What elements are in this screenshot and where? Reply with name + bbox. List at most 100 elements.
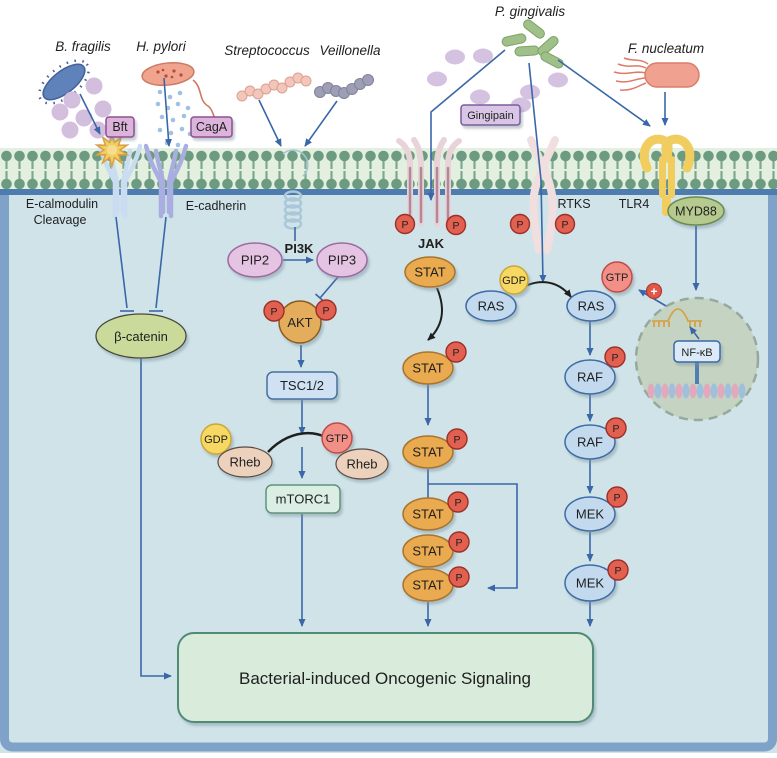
- stat-label-3: STAT: [412, 445, 443, 460]
- e-calmodulin-label-line1: E-calmodulin: [26, 197, 98, 211]
- bft-label: Bft: [112, 120, 128, 134]
- phospho-badge: P: [394, 213, 416, 235]
- svg-text:P: P: [613, 492, 620, 504]
- stat-node-2: [402, 351, 454, 385]
- gingipain-box: [460, 104, 521, 126]
- h-pylori-arrow: [163, 77, 172, 147]
- e-calmodulin-bcatenin-line: [115, 216, 128, 309]
- pip3-label: PIP3: [328, 253, 356, 268]
- jak-label: JAK: [418, 236, 445, 251]
- mtorc1-label: mTORC1: [276, 492, 331, 507]
- f-nucleatum-bacterium: [613, 57, 700, 91]
- b-fragilis-arrow: [79, 93, 101, 135]
- svg-text:P: P: [454, 497, 461, 509]
- ras-gtp-badge: [601, 261, 633, 293]
- svg-text:P: P: [561, 219, 568, 231]
- rtks-label: RTKS: [557, 197, 590, 211]
- phospho-badge: P: [509, 213, 531, 235]
- b-fragilis-bacterium: [38, 59, 90, 105]
- e-cadherin-receptor: [143, 143, 189, 219]
- tlr4-receptor: [639, 134, 695, 216]
- svg-text:P: P: [322, 305, 329, 317]
- phospho-badge: P: [263, 300, 285, 322]
- pip2-label: PIP2: [241, 253, 269, 268]
- raf-node-2: [564, 424, 616, 460]
- phospho-badge: P: [446, 428, 468, 450]
- outcome-box-label: Bacterial-induced Oncogenic Signaling: [239, 669, 531, 688]
- ras-gdp-badge: [499, 265, 529, 295]
- e-calmodulin-label-line2: Cleavage: [34, 213, 87, 227]
- stat-node-3: [402, 435, 454, 469]
- rheb-gdp-label: GDP: [204, 434, 228, 446]
- dna-helix: [647, 383, 746, 399]
- ras-gtp-label: GTP: [606, 272, 629, 284]
- rheb-inactive-node: [217, 446, 273, 478]
- svg-text:P: P: [612, 423, 619, 435]
- p-gingivalis-tlr4-arrow: [557, 59, 651, 127]
- pip3-node: [316, 242, 368, 278]
- mek-node-2: [564, 564, 616, 602]
- stat-node-4: [402, 497, 454, 531]
- phospho-badge: P: [607, 559, 629, 581]
- streptococcus-arrow: [258, 99, 282, 147]
- akt-node: [278, 300, 322, 344]
- tlr4-label: TLR4: [619, 197, 650, 211]
- phospho-badges: P P P P P P P P P P P P P P P: [263, 213, 629, 588]
- rheb-inactive-label: Rheb: [229, 455, 260, 470]
- streptococcus-label: Streptococcus: [224, 43, 310, 58]
- e-calmodulin-receptor: [97, 143, 143, 219]
- phospho-badge: P: [445, 214, 467, 236]
- ras-gdp-label: GDP: [502, 275, 526, 287]
- svg-text:P: P: [455, 537, 462, 549]
- ras-gtp-node: [566, 290, 616, 322]
- svg-text:P: P: [401, 219, 408, 231]
- pip3-akt-line: [319, 276, 339, 299]
- streptococcus-chain: [236, 72, 312, 102]
- myd88-label: MYD88: [675, 205, 717, 219]
- positive-feedback-badge: [645, 282, 663, 300]
- raf-node-1: [564, 359, 616, 395]
- veillonella-arrow: [304, 100, 338, 147]
- svg-text:P: P: [516, 219, 523, 231]
- svg-text:P: P: [453, 434, 460, 446]
- b-fragilis-label: B. fragilis: [55, 39, 111, 54]
- beta-catenin-label: β-catenin: [114, 329, 168, 344]
- nucleus: NF-κB: [634, 296, 760, 422]
- p-gingivalis-jak-arrow: [427, 49, 506, 201]
- rheb-gtp-label: GTP: [326, 433, 349, 445]
- stat-label-5: STAT: [412, 544, 443, 559]
- svg-text:P: P: [455, 572, 462, 584]
- rheb-gtp-badge: [321, 422, 353, 454]
- outcome-box: [177, 632, 594, 723]
- phospho-badge: P: [315, 299, 337, 321]
- stat-label-4: STAT: [412, 507, 443, 522]
- phospho-badge: P: [606, 486, 628, 508]
- phospho-badge: P: [445, 341, 467, 363]
- pi3k-label: PI3K: [285, 241, 315, 256]
- receptor-coil: [283, 190, 303, 230]
- tsc12-label: TSC1/2: [280, 378, 324, 393]
- mek-node-1: [564, 496, 616, 532]
- bft-toxin-star: [94, 131, 130, 169]
- stat-label-6: STAT: [412, 578, 443, 593]
- nfkb-label: NF-κB: [681, 347, 712, 359]
- beta-catenin-node: [95, 313, 187, 359]
- mek-label-1: MEK: [576, 507, 605, 522]
- svg-text:P: P: [452, 220, 459, 232]
- veillonella-label: Veillonella: [319, 43, 381, 58]
- svg-text:P: P: [452, 347, 459, 359]
- jak-receptor: [396, 137, 462, 231]
- stat-label-2: STAT: [412, 361, 443, 376]
- h-pylori-label: H. pylori: [136, 39, 187, 54]
- ras-gdp-node-label: RAS: [478, 299, 505, 314]
- p-gingivalis-rtks-arrow: [528, 62, 547, 283]
- phospho-badge: P: [447, 491, 469, 513]
- mrna-transcript: [652, 308, 702, 327]
- rheb-gdp-badge: [200, 423, 232, 455]
- caga-box: [190, 116, 233, 138]
- stat-label-1: STAT: [414, 265, 445, 280]
- phospho-badge: P: [554, 213, 576, 235]
- phospho-badge: P: [448, 531, 470, 553]
